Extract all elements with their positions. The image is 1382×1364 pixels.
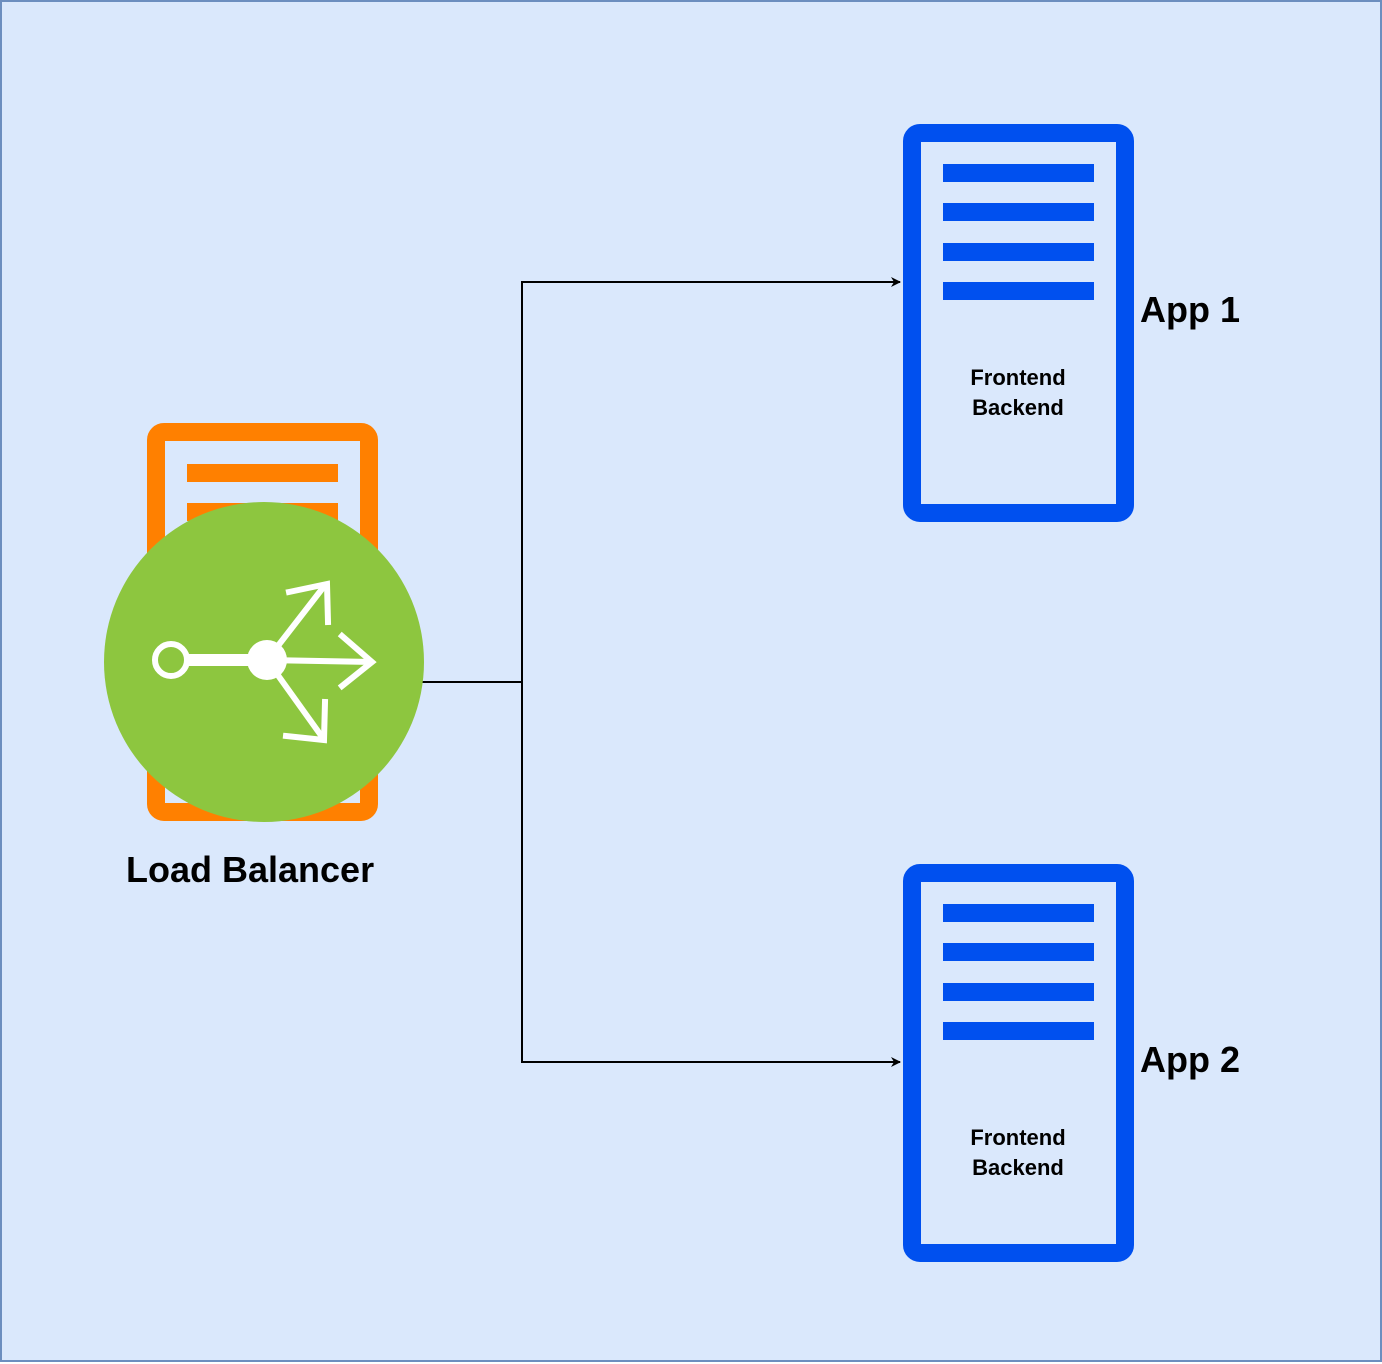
edge-lb-to-app2	[422, 681, 901, 1067]
server-rack-icon	[903, 124, 1134, 522]
server-rack-icon	[903, 864, 1134, 1262]
app1-line-frontend: Frontend	[970, 365, 1066, 390]
app2-label: App 2	[1140, 1039, 1241, 1080]
app2-line-frontend: Frontend	[970, 1125, 1066, 1150]
edge-lb-to-app1	[422, 277, 901, 683]
app1-line-backend: Backend	[972, 395, 1064, 420]
load-balancer-node[interactable]	[104, 423, 424, 822]
app1-server-node[interactable]	[903, 124, 1134, 522]
load-balancer-label: Load Balancer	[126, 849, 375, 890]
app2-line-backend: Backend	[972, 1155, 1064, 1180]
load-balancer-split-arrows-icon	[104, 502, 424, 822]
connectors	[422, 277, 901, 1067]
app1-label: App 1	[1140, 289, 1241, 330]
app2-server-node[interactable]	[903, 864, 1134, 1262]
